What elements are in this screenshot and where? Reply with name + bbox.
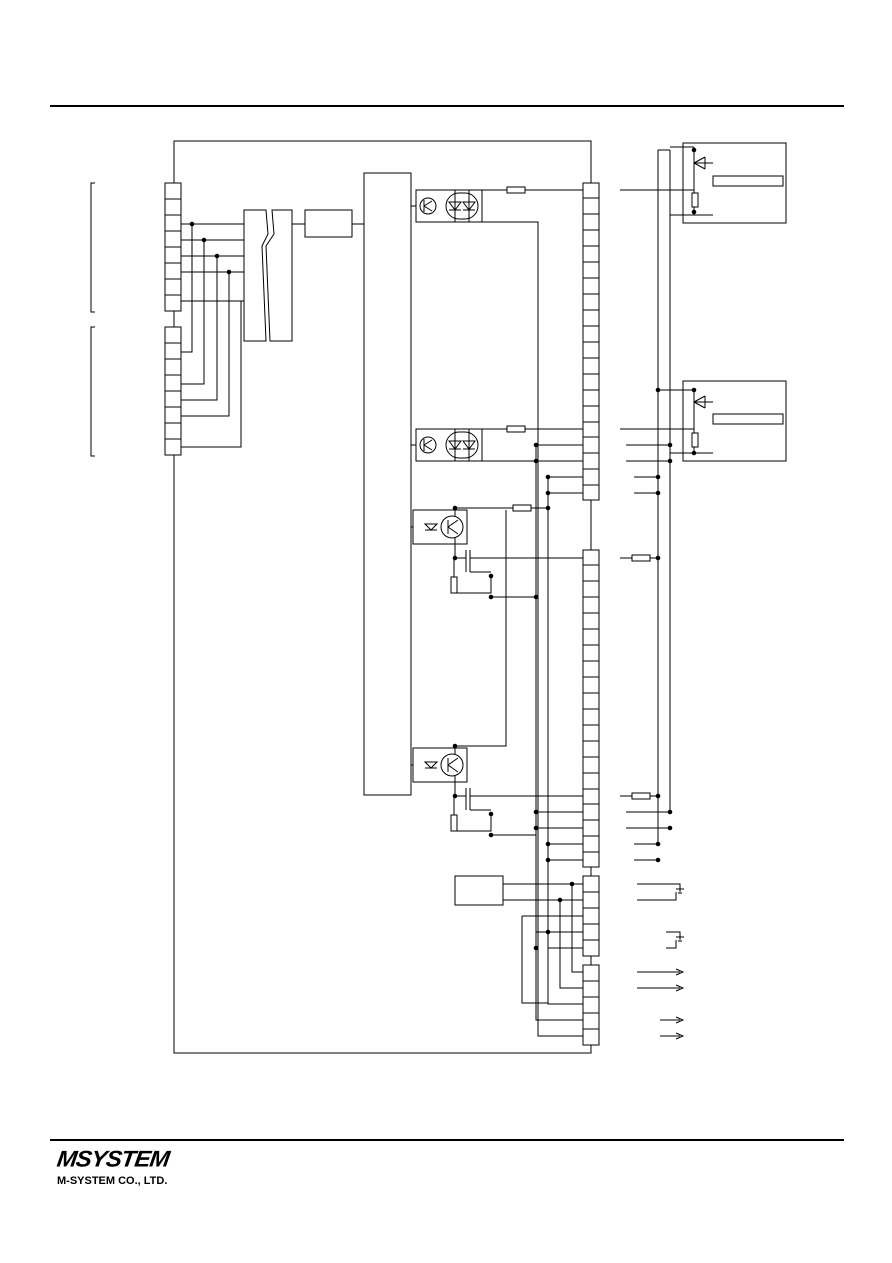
input-bracket-lower [90,326,95,457]
input-wiring [181,221,244,448]
transceiver-block [304,209,353,238]
isolation-barrier [243,209,293,342]
external-rails [620,149,694,863]
output-photocoupler-2 [411,746,583,836]
input-photocoupler-2 [411,425,583,462]
terminal-block-left-1 [164,182,182,312]
terminal-block-right-1 [582,182,600,501]
signal-arrows [637,968,685,1040]
terminal-block-left-2 [164,326,182,456]
external-sensor-2 [620,380,787,462]
terminal-block-right-3 [582,875,600,957]
terminal-block-right-2 [582,549,600,868]
company-name: M-SYSTEM CO., LTD. [57,1175,168,1187]
external-sensor-1 [620,142,787,224]
output-photocoupler-1 [411,504,583,747]
header-rule [50,105,844,107]
cpu-block [363,172,412,796]
internal-bus [452,442,583,1021]
input-bracket-upper [90,182,95,313]
dc-power-symbols [637,883,684,949]
company-logo: MSYSTEM M-SYSTEM CO., LTD. [55,1146,171,1187]
input-photocoupler-1 [411,186,583,1037]
terminal-block-right-4 [582,964,600,1046]
power-supply-block [454,875,504,906]
footer-rule [50,1139,844,1141]
logo-wordmark: MSYSTEM [55,1146,171,1173]
